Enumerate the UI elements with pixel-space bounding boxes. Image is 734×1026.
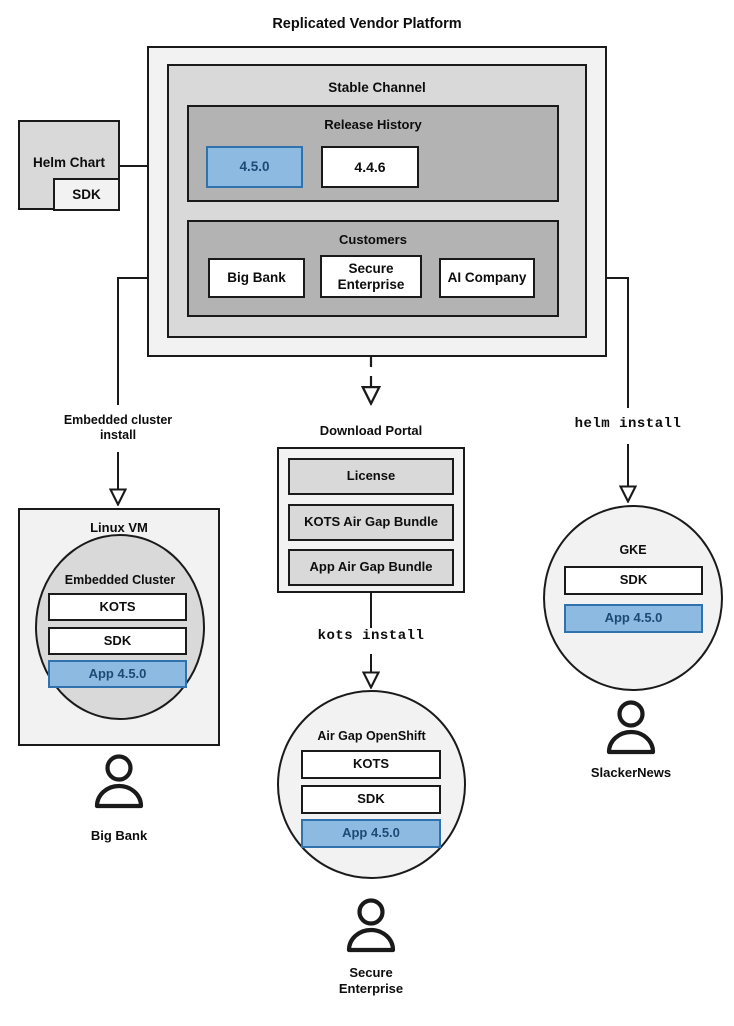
openshift-component-app[interactable]: App 4.5.0 — [301, 819, 441, 848]
customer-label-big-bank: Big Bank — [90, 828, 148, 843]
openshift-component-kots[interactable]: KOTS — [301, 750, 441, 779]
gke-title: GKE — [619, 543, 647, 557]
release-4.4.6[interactable]: 4.4.6 — [321, 146, 419, 188]
customers-title: Customers — [339, 232, 407, 247]
embedded-cluster-title: Embedded Cluster — [64, 573, 176, 587]
connector-label-kots-install: kots install — [317, 628, 425, 644]
gke-component-sdk[interactable]: SDK — [564, 566, 703, 595]
customer-secure-enterprise[interactable]: Secure Enterprise — [320, 255, 422, 298]
linux-vm-component-app[interactable]: App 4.5.0 — [48, 660, 187, 688]
openshift-component-sdk[interactable]: SDK — [301, 785, 441, 814]
customer-ai-company[interactable]: AI Company — [439, 258, 535, 298]
connector-label-embedded-cluster-install: Embedded cluster install — [63, 413, 173, 442]
helm-chart-sdk-box[interactable]: SDK — [53, 178, 120, 211]
connector-label-helm-install: helm install — [574, 416, 682, 432]
portal-artifact-license[interactable]: License — [288, 458, 454, 495]
airgap-openshift-title: Air Gap OpenShift — [317, 729, 426, 743]
customer-big-bank[interactable]: Big Bank — [208, 258, 305, 298]
linux-vm-component-kots[interactable]: KOTS — [48, 593, 187, 621]
linux-vm-component-sdk[interactable]: SDK — [48, 627, 187, 655]
page-title: Replicated Vendor Platform — [272, 16, 462, 32]
release-4.5.0[interactable]: 4.5.0 — [206, 146, 303, 188]
download-portal-title: Download Portal — [319, 423, 423, 438]
gke-component-app[interactable]: App 4.5.0 — [564, 604, 703, 633]
customer-label-slackernews: SlackerNews — [590, 765, 672, 780]
helm-chart-label: Helm Chart — [32, 155, 105, 170]
person-icon-slackernews — [606, 700, 656, 755]
release-history-title: Release History — [324, 117, 422, 132]
person-icon-big-bank — [94, 754, 144, 809]
person-icon-secure-enterprise — [346, 898, 396, 953]
portal-artifact-app-air-gap-bundle[interactable]: App Air Gap Bundle — [288, 549, 454, 586]
portal-artifact-kots-air-gap-bundle[interactable]: KOTS Air Gap Bundle — [288, 504, 454, 541]
stable-channel-title: Stable Channel — [328, 80, 426, 95]
gke-circle: GKE — [543, 505, 723, 691]
customer-label-secure-enterprise: Secure Enterprise — [338, 965, 404, 996]
linux-vm-title: Linux VM — [90, 520, 148, 535]
